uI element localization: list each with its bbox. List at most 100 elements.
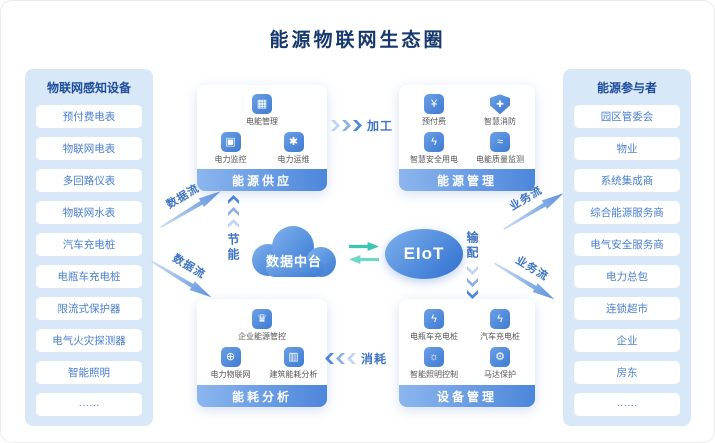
feature-power-maintenance: ✱ 电力运维 — [262, 131, 325, 165]
energy-participants-panel-title: 能源参与者 — [596, 81, 657, 95]
participant-item-park-committee: 园区管委会 — [574, 105, 680, 128]
data-platform-cloud: 数据中台 — [242, 218, 346, 284]
feature-car-charger: ϟ 汽车充电桩 — [467, 309, 533, 342]
feature-label: 建筑能耗分析 — [269, 370, 318, 379]
flow-energy-saving-label: 节能 — [226, 233, 240, 263]
participant-item-system-integrator: 系统集成商 — [574, 169, 680, 192]
data-platform-label: 数据中台 — [265, 254, 322, 269]
module-energy-supply-body: ▦ 电能管理 ▣ 电力监控 ✱ 电力运维 — [197, 85, 327, 169]
flow-distribution-label: 输配 — [465, 231, 479, 261]
module-title-energy-supply: 能源供应 — [197, 169, 327, 191]
flow-consume-label: 消耗 — [361, 352, 388, 366]
chevrons-up-icon — [229, 194, 238, 229]
chevrons-left-icon — [325, 353, 356, 364]
participant-item-landlord: 房东 — [574, 361, 680, 384]
module-energy-analysis-body: ♛ 企业能源管控 ⊕ 电力物联网 ▥ 建筑能耗分析 — [197, 299, 327, 385]
feature-safe-power: ϟ 智慧安全用电 — [401, 131, 467, 165]
feature-power-monitor: ▣ 电力监控 — [199, 131, 262, 165]
power-quality-icon: ≈ — [490, 131, 510, 152]
power-monitor-icon: ▣ — [220, 131, 241, 152]
participant-item-safety-service: 电气安全服务商 — [574, 233, 680, 256]
building-energy-icon: ▥ — [283, 347, 304, 367]
device-item-current-protector: 限流式保护器 — [36, 297, 142, 320]
motor-protection-icon: ⚙ — [490, 347, 510, 367]
data-flow-upper: 数据流 — [147, 170, 225, 233]
device-item-fire-detector: 电气火灾探测器 — [36, 329, 142, 352]
feature-label: 智慧安全用电 — [410, 154, 458, 164]
module-title-energy-analysis: 能耗分析 — [197, 385, 327, 407]
iot-devices-panel-title: 物联网感知设备 — [46, 81, 131, 95]
safe-power-icon: ϟ — [424, 131, 444, 152]
enterprise-energy-icon: ♛ — [252, 309, 272, 329]
device-item-prepaid-meter: 预付费电表 — [36, 105, 142, 128]
feature-energy-management: ▦ 电能管理 — [199, 94, 325, 127]
module-device-management: ϟ 电瓶车充电桩 ϟ 汽车充电桩 ☼ 智能照明控制 ⚙ 马达保护 设备管理 — [399, 299, 535, 407]
flow-process: 加工 — [331, 117, 393, 134]
smart-lighting-icon: ☼ — [424, 347, 444, 367]
participant-item-ellipsis: ······ — [574, 393, 680, 416]
feature-label: 电能质量监测 — [476, 154, 524, 164]
feature-label: 电瓶车充电桩 — [410, 332, 458, 341]
participant-item-power-contractor: 电力总包 — [574, 265, 680, 288]
flow-distribution: 输配 — [464, 231, 481, 300]
feature-label: 智慧消防 — [484, 117, 516, 127]
participant-item-energy-service: 综合能源服务商 — [574, 201, 680, 224]
feature-label: 马达保护 — [484, 370, 516, 379]
prepaid-icon: ¥ — [424, 94, 444, 115]
device-item-car-charger: 汽车充电桩 — [36, 233, 142, 256]
feature-power-iot: ⊕ 电力物联网 — [199, 347, 262, 380]
device-item-smart-lighting: 智能照明 — [36, 361, 142, 384]
fire-shield-icon: ✚ — [490, 94, 510, 115]
feature-label: 电力监控 — [214, 154, 247, 164]
arrow-left-icon — [349, 255, 379, 264]
device-item-iot-meter: 物联网电表 — [36, 137, 142, 160]
feature-building-energy: ▥ 建筑能耗分析 — [262, 347, 325, 380]
feature-smart-fire: ✚ 智慧消防 — [467, 94, 533, 127]
ebike-charger-icon: ϟ — [424, 309, 444, 329]
flow-process-label: 加工 — [367, 119, 394, 133]
page-title: 能源物联网生态圈 — [269, 30, 446, 51]
module-device-management-body: ϟ 电瓶车充电桩 ϟ 汽车充电桩 ☼ 智能照明控制 ⚙ 马达保护 — [399, 299, 535, 385]
exchange-arrows — [349, 242, 379, 264]
module-title-energy-management: 能源管理 — [399, 169, 535, 191]
power-iot-icon: ⊕ — [220, 347, 241, 367]
flow-consume: 消耗 — [325, 350, 387, 367]
feature-prepaid: ¥ 预付费 — [401, 94, 467, 127]
flow-energy-saving: 节能 — [225, 194, 242, 263]
feature-power-quality: ≈ 电能质量监测 — [467, 131, 533, 165]
feature-label: 企业能源管控 — [238, 332, 286, 341]
feature-label: 智能照明控制 — [410, 370, 458, 379]
chevrons-right-icon — [331, 120, 362, 131]
eiot-label: EIoT — [403, 244, 445, 263]
module-title-device-management: 设备管理 — [399, 385, 535, 407]
module-energy-supply: ▦ 电能管理 ▣ 电力监控 ✱ 电力运维 能源供应 — [197, 85, 327, 191]
feature-smart-lighting-control: ☼ 智能照明控制 — [401, 347, 467, 380]
module-energy-management-body: ¥ 预付费 ✚ 智慧消防 ϟ 智慧安全用电 ≈ 电能质量监测 — [399, 85, 535, 169]
device-item-iot-water-meter: 物联网水表 — [36, 201, 142, 224]
participant-item-enterprise: 企业 — [574, 329, 680, 352]
feature-enterprise-energy: ♛ 企业能源管控 — [199, 309, 325, 342]
business-flow-lower: 业务流 — [490, 242, 568, 305]
arrow-right-icon — [349, 242, 379, 251]
module-energy-analysis: ♛ 企业能源管控 ⊕ 电力物联网 ▥ 建筑能耗分析 能耗分析 — [197, 299, 327, 407]
module-energy-management: ¥ 预付费 ✚ 智慧消防 ϟ 智慧安全用电 ≈ 电能质量监测 能源管理 — [399, 85, 535, 191]
iot-devices-panel: 物联网感知设备 预付费电表 物联网电表 多回路仪表 物联网水表 汽车充电桩 电瓶… — [25, 69, 153, 426]
chevrons-down-icon — [468, 265, 477, 300]
eiot-platform: EIoT — [385, 229, 463, 279]
power-maintenance-icon: ✱ — [283, 131, 304, 152]
device-item-ellipsis: ······ — [36, 393, 142, 416]
participant-item-property: 物业 — [574, 137, 680, 160]
car-charger-icon: ϟ — [490, 309, 510, 329]
participant-item-chain-supermarket: 连锁超市 — [574, 297, 680, 320]
energy-management-icon: ▦ — [252, 94, 272, 115]
feature-motor-protection: ⚙ 马达保护 — [467, 347, 533, 380]
feature-label: 电力物联网 — [210, 370, 251, 379]
data-flow-lower: 数据流 — [147, 240, 225, 303]
feature-label: 电能管理 — [246, 117, 278, 127]
device-item-ebike-charger: 电瓶车充电桩 — [36, 265, 142, 288]
device-item-multiloop-meter: 多回路仪表 — [36, 169, 142, 192]
cloud-icon — [252, 226, 336, 277]
feature-label: 电力运维 — [277, 154, 310, 164]
energy-participants-panel: 能源参与者 园区管委会 物业 系统集成商 综合能源服务商 电气安全服务商 电力总… — [563, 69, 691, 426]
